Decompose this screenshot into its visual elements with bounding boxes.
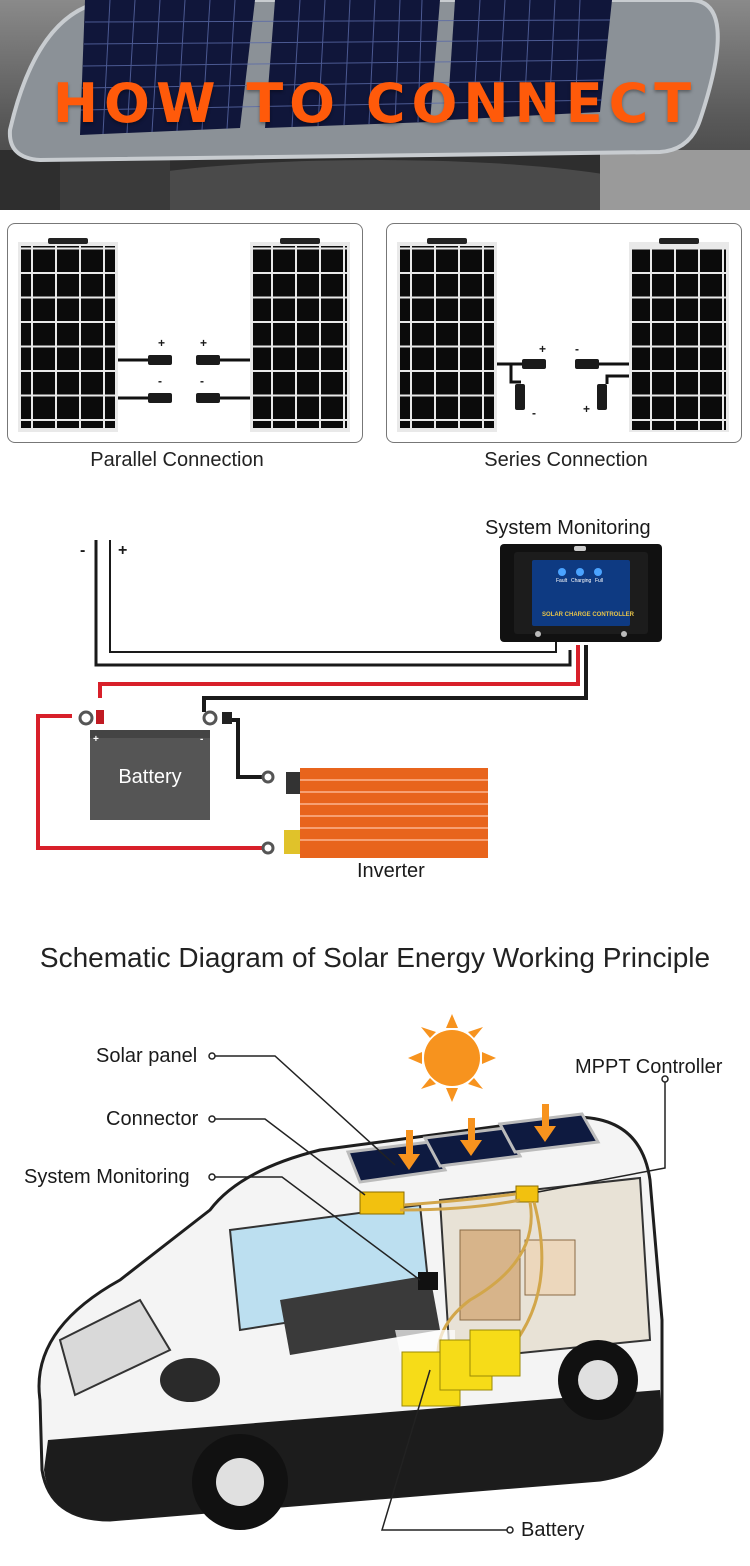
battery-label: Battery (118, 766, 182, 788)
plus-sign: + (539, 342, 547, 356)
callout-dots (208, 1052, 669, 1534)
wiring-diagram (36, 540, 662, 858)
solar-input-wires (94, 540, 572, 667)
sun-icon (408, 1014, 496, 1102)
hero-panel-right (447, 0, 612, 120)
controller-battery-wires (98, 645, 588, 712)
input-minus-sign: - (80, 542, 86, 559)
van-wheels (192, 1340, 638, 1530)
system-monitoring-label: System Monitoring (485, 517, 651, 539)
minus-sign: - (575, 342, 579, 356)
sunlight-arrows (398, 1104, 556, 1170)
charging-indicator-label: Charging (571, 578, 592, 584)
series-connection-caption: Series Connection (484, 449, 648, 471)
battery-minus-sign: - (200, 734, 204, 745)
parallel-connection-box: + - + - (7, 223, 363, 443)
solar-panel-callout: Solar panel (96, 1045, 198, 1067)
battery-callout: Battery (521, 1519, 585, 1541)
system-monitoring-callout: System Monitoring (24, 1166, 190, 1188)
van-solar-schematic (37, 1014, 669, 1534)
controller-face-text: SOLAR CHARGE CONTROLLER (542, 612, 634, 618)
parallel-connection-caption: Parallel Connection (90, 449, 264, 471)
mppt-controller-callout: MPPT Controller (575, 1056, 723, 1078)
battery-inverter-wires (36, 714, 270, 850)
fault-indicator-label: Fault (556, 578, 568, 584)
battery-box (90, 730, 210, 820)
series-connection-illustration (397, 238, 729, 432)
plus-sign: + (583, 402, 591, 416)
connector-callout: Connector (106, 1108, 199, 1130)
input-plus-sign: + (118, 542, 128, 559)
hero-title: HOW TO CONNECT (52, 72, 698, 135)
hero-banner: HOW TO CONNECT (0, 0, 750, 210)
minus-sign: - (200, 374, 204, 388)
charge-controller (500, 544, 662, 642)
minus-sign: - (532, 406, 536, 420)
system-monitoring-unit (418, 1272, 438, 1290)
parallel-connection-illustration (18, 238, 350, 432)
inverter-unit (284, 768, 488, 858)
callout-lines (212, 1055, 666, 1531)
plus-sign: + (158, 336, 166, 350)
battery-plus-sign: + (93, 734, 99, 745)
battery-pack (395, 1329, 521, 1407)
hero-solar-array-illustration (0, 0, 750, 210)
full-indicator-label: Full (595, 578, 604, 584)
series-connection-box: + - - + (386, 223, 742, 443)
schematic-title: Schematic Diagram of Solar Energy Workin… (39, 942, 711, 973)
minus-sign: - (158, 374, 162, 388)
plus-sign: + (200, 336, 208, 350)
inverter-label: Inverter (357, 860, 425, 882)
connector-box (359, 1191, 405, 1215)
hero-panel-left (80, 0, 255, 135)
battery-terminals (78, 710, 275, 855)
